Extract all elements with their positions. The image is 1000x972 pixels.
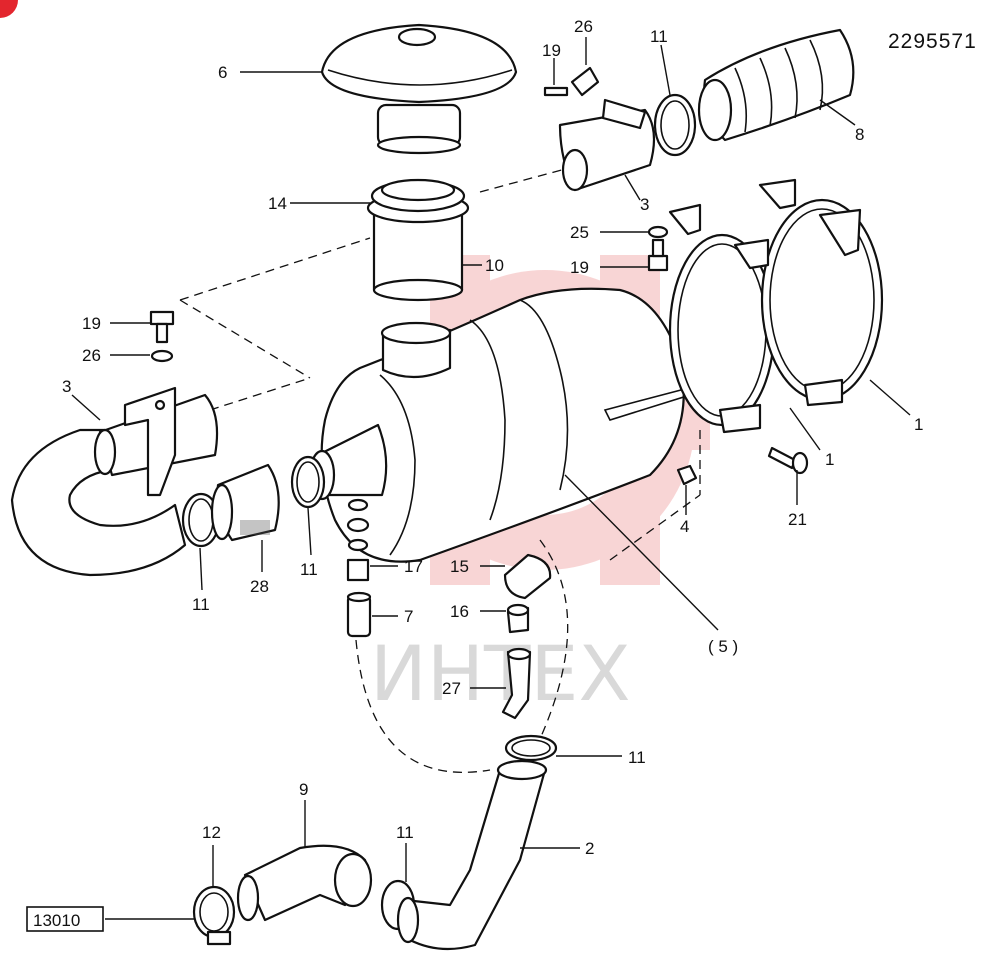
watermark-text: ИНТЕХ [370, 629, 631, 718]
callout-14: 14 [268, 194, 287, 213]
callout-19: 19 [82, 314, 101, 333]
callout-21: 21 [788, 510, 807, 529]
reference-number: 13010 [33, 911, 80, 930]
callout-7: 7 [404, 607, 413, 626]
callout-9: 9 [299, 780, 308, 799]
drawing-number: 2295571 [888, 30, 977, 53]
callout-2: 2 [585, 839, 594, 858]
callout-25: 25 [570, 223, 589, 242]
callout-8: 8 [855, 125, 864, 144]
callout-28: 28 [250, 577, 269, 596]
reference-box: 13010 [26, 906, 104, 932]
pipe-part-2 [396, 759, 548, 951]
callout-19: 19 [570, 258, 589, 277]
callout-11: 11 [192, 595, 210, 614]
callout-11: 11 [628, 748, 646, 767]
leader-lines [71, 37, 911, 920]
callout-1: 1 [914, 415, 923, 434]
callout-26: 26 [82, 346, 101, 365]
mounting-bands-part-1 [668, 178, 884, 434]
callout-6: 6 [218, 63, 227, 82]
callout-5: ( 5 ) [708, 637, 738, 656]
callout-3: 3 [640, 195, 649, 214]
corner-mark [0, 0, 18, 18]
hardware [149, 66, 809, 720]
bellows-part-8 [697, 28, 855, 142]
callout-17: 17 [404, 557, 423, 576]
sleeve-part-28 [210, 463, 280, 542]
callout-19: 19 [542, 41, 561, 60]
callout-11: 11 [396, 823, 414, 842]
callout-11: 11 [650, 27, 668, 46]
callout-4: 4 [680, 517, 689, 536]
callout-10: 10 [485, 256, 504, 275]
hose-clamp-part-12 [192, 885, 236, 946]
callout-12: 12 [202, 823, 221, 842]
callout-1: 1 [825, 450, 834, 469]
callout-16: 16 [450, 602, 469, 621]
callout-26: 26 [574, 17, 593, 36]
callout-27: 27 [442, 679, 461, 698]
alignment-lines [179, 164, 701, 773]
sleeve-part-10 [366, 178, 470, 302]
callout-3: 3 [62, 377, 71, 396]
callout-labels: 6 26 19 11 8 3 14 10 25 19 19 26 3 1 1 2… [62, 17, 923, 858]
filter-housing-part-5 [308, 287, 703, 563]
elbow-hose-part-9 [236, 844, 373, 922]
callout-11: 11 [300, 560, 318, 579]
cover-part-6 [320, 23, 518, 155]
hose-part-3-upper [558, 98, 656, 192]
callout-15: 15 [450, 557, 469, 576]
hose-part-3-left [10, 386, 219, 577]
